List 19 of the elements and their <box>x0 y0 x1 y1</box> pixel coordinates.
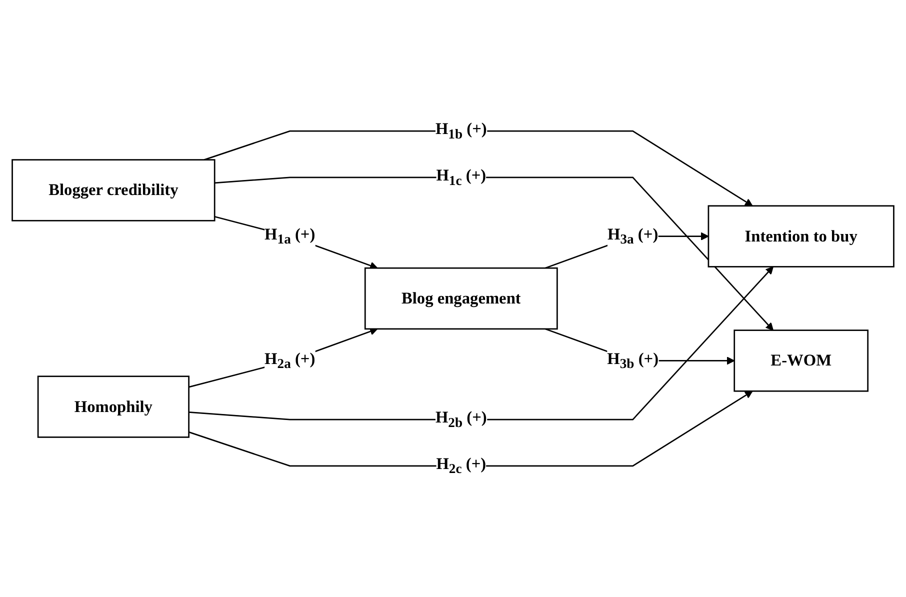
node-box: Intention to buy <box>708 205 894 268</box>
arrow <box>214 216 378 270</box>
edge-label: H$_{2c}$ (+) <box>436 454 486 477</box>
edge-label: H$_{2a}$ (+) <box>264 349 316 372</box>
arrow <box>204 130 753 206</box>
edge-label: H$_{1b}$ (+) <box>435 120 487 142</box>
edge-label: H$_{2b}$ (+) <box>435 408 487 430</box>
arrow <box>214 176 774 331</box>
edge-label: H$_{1a}$ (+) <box>264 224 316 248</box>
edge-label: H$_{3a}$ (+) <box>608 224 658 248</box>
arrow <box>188 266 774 420</box>
node-box: Blogger credibility <box>12 159 216 222</box>
arrow <box>188 328 378 388</box>
node-box: E-WOM <box>734 330 869 392</box>
node-box: Blog engagement <box>364 267 558 330</box>
edge-label: H$_{3b}$ (+) <box>607 349 659 372</box>
node-box: Homophily <box>37 376 190 438</box>
edge-label: H$_{1c}$ (+) <box>436 166 486 188</box>
arrow <box>188 390 753 467</box>
